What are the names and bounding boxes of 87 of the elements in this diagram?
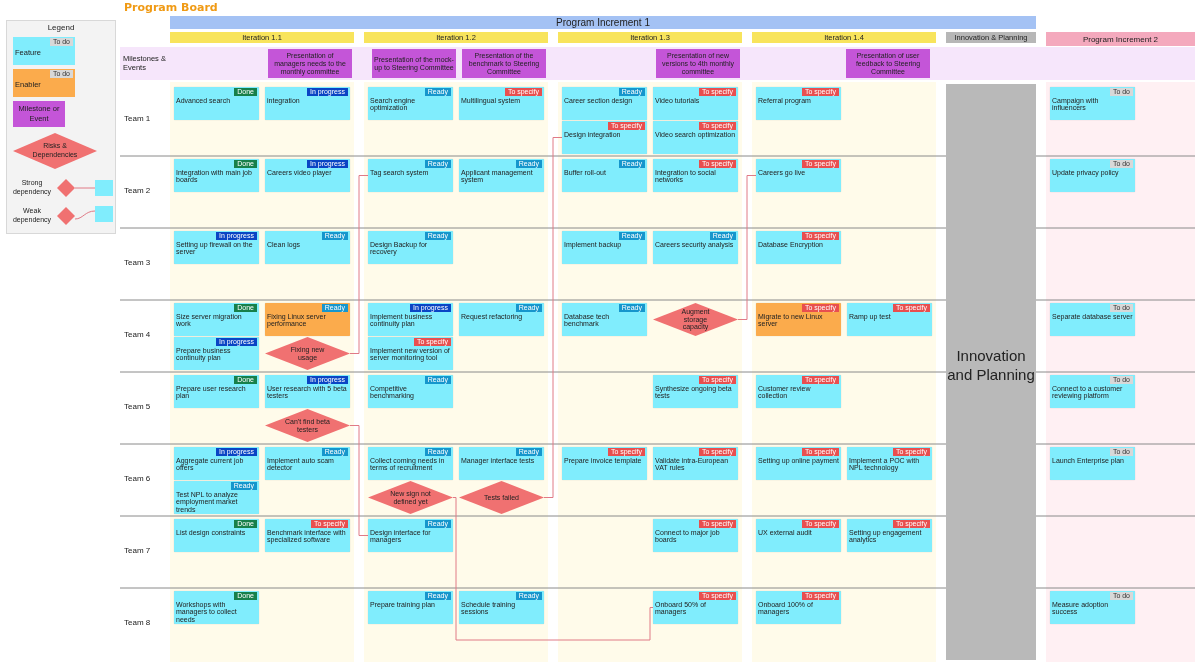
feature-card: [459, 591, 544, 624]
feature-card: [847, 303, 932, 336]
feature-card: [756, 447, 841, 480]
feature-card: [459, 447, 544, 480]
feature-card: [562, 159, 647, 192]
feature-card: [653, 231, 738, 264]
feature-card: [756, 159, 841, 192]
column-label: Innovation and Planning: [946, 346, 1036, 384]
risk-diamond: [459, 481, 544, 514]
feature-card: [847, 447, 932, 480]
feature-card: [174, 481, 259, 514]
feature-card: [756, 591, 841, 624]
feature-card: [653, 121, 738, 154]
feature-card: [562, 87, 647, 120]
increment-header: Program Increment 1: [170, 16, 1036, 29]
team-label: Team 4: [124, 330, 151, 339]
feature-card: [368, 375, 453, 408]
feature-card: [174, 87, 259, 120]
dependency-line: [737, 175, 757, 320]
team-label: Team 6: [124, 474, 151, 483]
feature-card: [1050, 591, 1135, 624]
feature-card: [1050, 87, 1135, 120]
risk-diamond: [653, 303, 738, 336]
feature-card: [653, 159, 738, 192]
feature-card: [368, 159, 453, 192]
feature-card: [174, 159, 259, 192]
feature-card: [265, 519, 350, 552]
feature-card: [368, 231, 453, 264]
board-title: Program Board: [124, 1, 218, 14]
feature-card: [653, 447, 738, 480]
dependency-line: [543, 137, 563, 498]
feature-card: [653, 519, 738, 552]
feature-card: [368, 447, 453, 480]
feature-card: [265, 159, 350, 192]
feature-card: [653, 87, 738, 120]
feature-card: [174, 375, 259, 408]
increment-header: Program Increment 2: [1046, 32, 1195, 46]
feature-card: [174, 447, 259, 480]
feature-card: [756, 87, 841, 120]
feature-card: [265, 447, 350, 480]
feature-card: [562, 447, 647, 480]
feature-card: [174, 591, 259, 624]
feature-card: [653, 375, 738, 408]
risk-diamond: [265, 337, 350, 370]
feature-card: [174, 303, 259, 336]
feature-card: [562, 303, 647, 336]
feature-card: [756, 375, 841, 408]
feature-card: [368, 87, 453, 120]
dependency-line: [349, 425, 369, 536]
team-label: Team 1: [124, 114, 151, 123]
risk-diamond: [368, 481, 453, 514]
feature-card: [459, 303, 544, 336]
enabler-card: [756, 303, 841, 336]
team-label: Team 2: [124, 186, 151, 195]
dependency-line: [452, 497, 654, 641]
milestone-band: [120, 47, 1195, 80]
team-label: Team 5: [124, 402, 151, 411]
feature-card: [459, 87, 544, 120]
feature-card: [756, 231, 841, 264]
feature-card: [847, 519, 932, 552]
feature-card: [653, 591, 738, 624]
team-label: Team 8: [124, 618, 151, 627]
feature-card: [174, 519, 259, 552]
innovation-column: [946, 84, 1036, 660]
feature-card: [1050, 375, 1135, 408]
feature-card: [1050, 447, 1135, 480]
feature-card: [562, 231, 647, 264]
feature-card: [459, 159, 544, 192]
feature-card: [368, 591, 453, 624]
dependency-line: [349, 175, 369, 354]
feature-card: [1050, 303, 1135, 336]
team-label: Team 3: [124, 258, 151, 267]
feature-card: [756, 519, 841, 552]
feature-card: [368, 519, 453, 552]
feature-card: [265, 231, 350, 264]
enabler-card: [265, 303, 350, 336]
feature-card: [1050, 159, 1135, 192]
feature-card: [174, 231, 259, 264]
feature-card: [562, 121, 647, 154]
feature-card: [368, 303, 453, 336]
legend-title: Legend: [46, 23, 76, 32]
feature-card: [265, 87, 350, 120]
feature-card: [368, 337, 453, 370]
team-label: Team 7: [124, 546, 151, 555]
risk-diamond: [265, 409, 350, 442]
feature-card: [174, 337, 259, 370]
feature-card: [265, 375, 350, 408]
